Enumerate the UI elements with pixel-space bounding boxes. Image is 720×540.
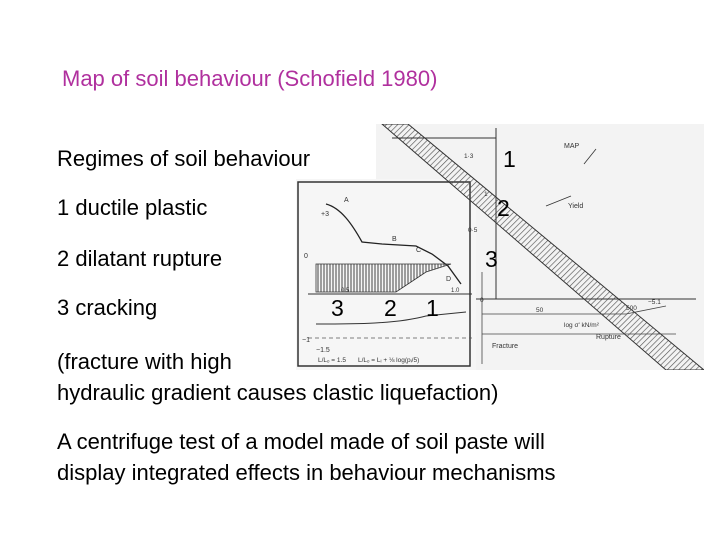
fracture-note-line-2: hydraulic gradient causes clastic liquef…: [57, 380, 499, 405]
fracture-label: Fracture: [492, 343, 518, 350]
label-minus15: −1.5: [316, 347, 330, 354]
label-ratio-10: 1.0: [451, 288, 460, 294]
bottom-number-2: 2: [384, 295, 397, 321]
label-d: D: [446, 276, 451, 283]
label-a: A: [344, 197, 349, 204]
map-number-3: 3: [485, 246, 498, 272]
map-label: MAP: [564, 143, 580, 150]
left-subfigure-box: [297, 181, 471, 367]
conclusion-line-1: A centrifuge test of a model made of soi…: [57, 429, 545, 454]
regime-item-ductile-plastic: 1 ductile plastic: [57, 195, 208, 220]
label-r0: 0: [480, 297, 484, 304]
fracture-note-line-1: (fracture with high: [57, 349, 232, 374]
label-r51: −5.1: [648, 299, 661, 306]
label-b: B: [392, 236, 397, 243]
tick-500: 500: [626, 305, 637, 312]
bottom-number-3: 3: [331, 295, 344, 321]
conclusion-line-2: display integrated effects in behaviour …: [57, 460, 556, 485]
bottom-formula-right: L/Lₒ = Lᵢ + ⅛ log(pᵢ/5): [358, 357, 419, 364]
regime-item-cracking: 3 cracking: [57, 295, 158, 320]
map-number-1: 1: [503, 146, 516, 172]
slide-title: Map of soil behaviour (Schofield 1980): [62, 66, 438, 91]
label-c: C: [416, 247, 421, 254]
bottom-number-1: 1: [426, 295, 439, 321]
label-minus1: −1: [302, 337, 310, 344]
yield-band: [381, 124, 704, 370]
yield-label: Yield: [568, 203, 583, 210]
regimes-heading: Regimes of soil behaviour: [57, 146, 311, 171]
regime-item-dilatant-rupture: 2 dilatant rupture: [57, 246, 223, 271]
label-ratio-05: 0.5: [341, 288, 350, 294]
fracture-note: (fracture with high hydraulic gradient c…: [57, 346, 498, 408]
label-r1: 1: [484, 191, 488, 198]
bottom-formula-left: L/Lₒ = 1.5: [318, 357, 346, 364]
soil-behaviour-map-figure: A +3 B C D 0 0.5 1.0 −1 −1.5 L/Lₒ = 1.5 …: [296, 124, 704, 370]
map-number-2: 2: [497, 195, 510, 221]
label-r05: 0·5: [468, 227, 478, 234]
axis-label: log σ' kN/m²: [564, 322, 600, 329]
tick-50: 50: [536, 307, 544, 314]
label-plus3: +3: [321, 211, 329, 218]
label-r13: 1·3: [464, 153, 474, 160]
conclusion-paragraph: A centrifuge test of a model made of soi…: [57, 426, 556, 488]
rupture-label: Rupture: [596, 334, 621, 341]
label-zero-left: 0: [304, 253, 308, 260]
